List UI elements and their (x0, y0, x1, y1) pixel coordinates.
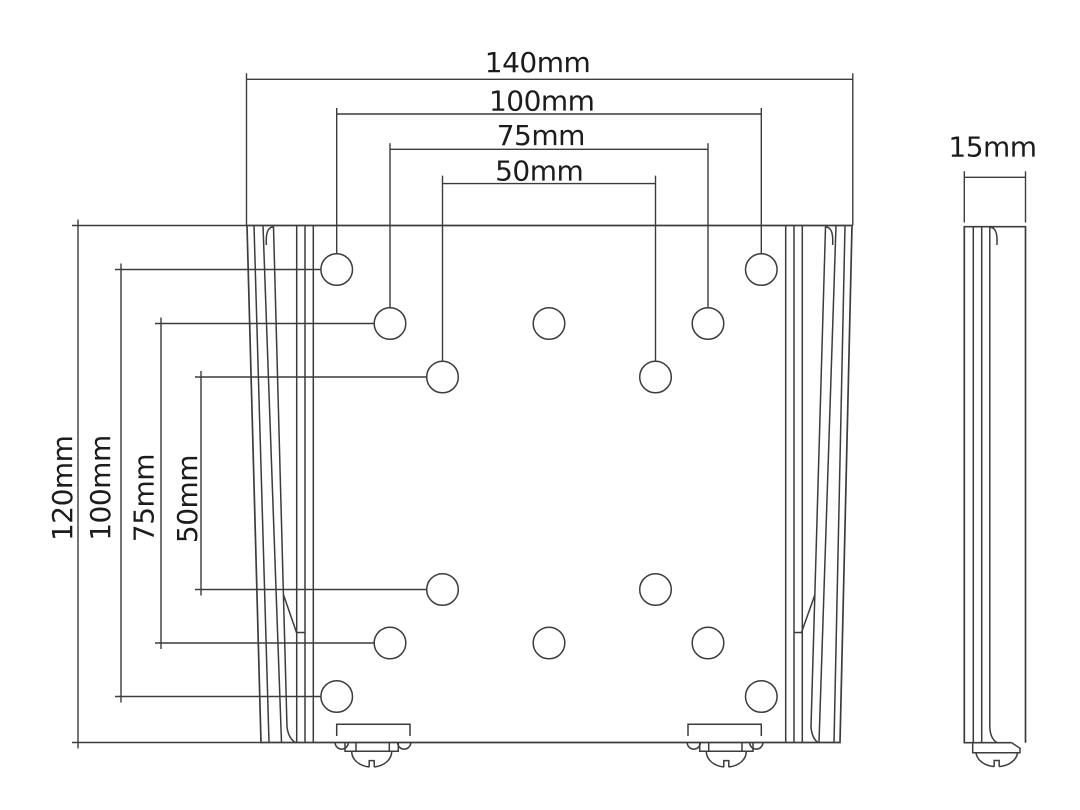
tab-knob-slot (723, 759, 730, 768)
mounting-hole (373, 626, 407, 660)
right-rail-fold-line (818, 225, 837, 743)
dim-label-15mm-side: 15mm (948, 131, 1036, 164)
tab-knob-dome (374, 751, 393, 768)
dim-100mm-top (336, 108, 762, 254)
dim-label-50mm-top: 50mm (495, 155, 583, 188)
dimensions (72, 73, 1027, 749)
tab-notch-arc (686, 742, 702, 750)
bottom-tab-right (686, 723, 764, 768)
side-view (963, 225, 1027, 768)
dim-100mm-left (115, 263, 321, 703)
tab-notch-arc (748, 742, 764, 750)
mounting-hole (373, 306, 407, 341)
side-knob-dome (975, 752, 995, 768)
tab-knob-slot (368, 759, 375, 768)
dimension-labels: 140mm 100mm 75mm 50mm 120mm 100mm 75mm 5… (46, 46, 1037, 543)
dim-label-50mm-left: 50mm (171, 455, 204, 543)
dim-label-75mm-left: 75mm (128, 454, 161, 542)
left-rail (253, 225, 315, 744)
side-knob (971, 742, 1021, 768)
mounting-hole (744, 252, 778, 287)
tab-body (687, 723, 763, 736)
mounting-hole (320, 252, 354, 287)
mounting-hole (320, 679, 354, 714)
tab-collar (344, 742, 400, 753)
tab-notch-arc (334, 742, 350, 750)
dim-label-100mm-top: 100mm (489, 85, 595, 118)
plate-outline (246, 224, 853, 744)
mounting-hole (744, 679, 778, 714)
right-rail-fold-line (833, 225, 846, 743)
dim-50mm-top (441, 175, 657, 362)
dim-label-100mm-left: 100mm (84, 435, 117, 541)
bottom-tab-left (334, 723, 412, 768)
side-outline (963, 225, 1027, 744)
mounting-hole (691, 626, 725, 660)
right-rail (784, 225, 846, 744)
dim-label-75mm-top: 75mm (497, 119, 585, 152)
mounting-hole (691, 306, 725, 341)
right-rail-latch-notch (794, 594, 816, 634)
side-knob-collar (971, 742, 1021, 754)
side-knob-dome (999, 752, 1019, 768)
left-rail-flange-edge (265, 226, 296, 744)
mounting-hole (638, 360, 673, 394)
dim-75mm-top (389, 143, 709, 308)
dim-140mm (245, 73, 854, 226)
tab-collar (698, 742, 754, 753)
mounting-hole (425, 360, 460, 394)
mounting-hole (638, 572, 673, 607)
front-view (246, 224, 853, 768)
dim-75mm-left (155, 317, 375, 649)
tab-knob-dome (350, 751, 370, 768)
dim-label-140mm: 140mm (485, 46, 591, 79)
mounting-hole (532, 306, 566, 341)
tab-body (335, 723, 411, 736)
right-rail-flange-edge (810, 226, 834, 744)
side-flange-edge (989, 226, 998, 744)
left-rail-latch-notch (282, 594, 305, 634)
dim-120mm-left (72, 219, 261, 749)
tab-notch-arc (396, 742, 412, 750)
left-rail-fold-line (253, 225, 270, 743)
dim-label-120mm-left: 120mm (46, 436, 79, 542)
left-rail-fold-line (262, 225, 283, 743)
mounting-holes (320, 252, 778, 714)
side-knob-slot (993, 759, 1000, 767)
tab-knob-dome (705, 751, 724, 768)
mounting-hole (425, 572, 460, 607)
dim-15mm-side (963, 171, 1027, 223)
dim-50mm-left (195, 371, 427, 596)
mounting-hole (532, 626, 566, 660)
tab-knob-dome (728, 751, 748, 768)
